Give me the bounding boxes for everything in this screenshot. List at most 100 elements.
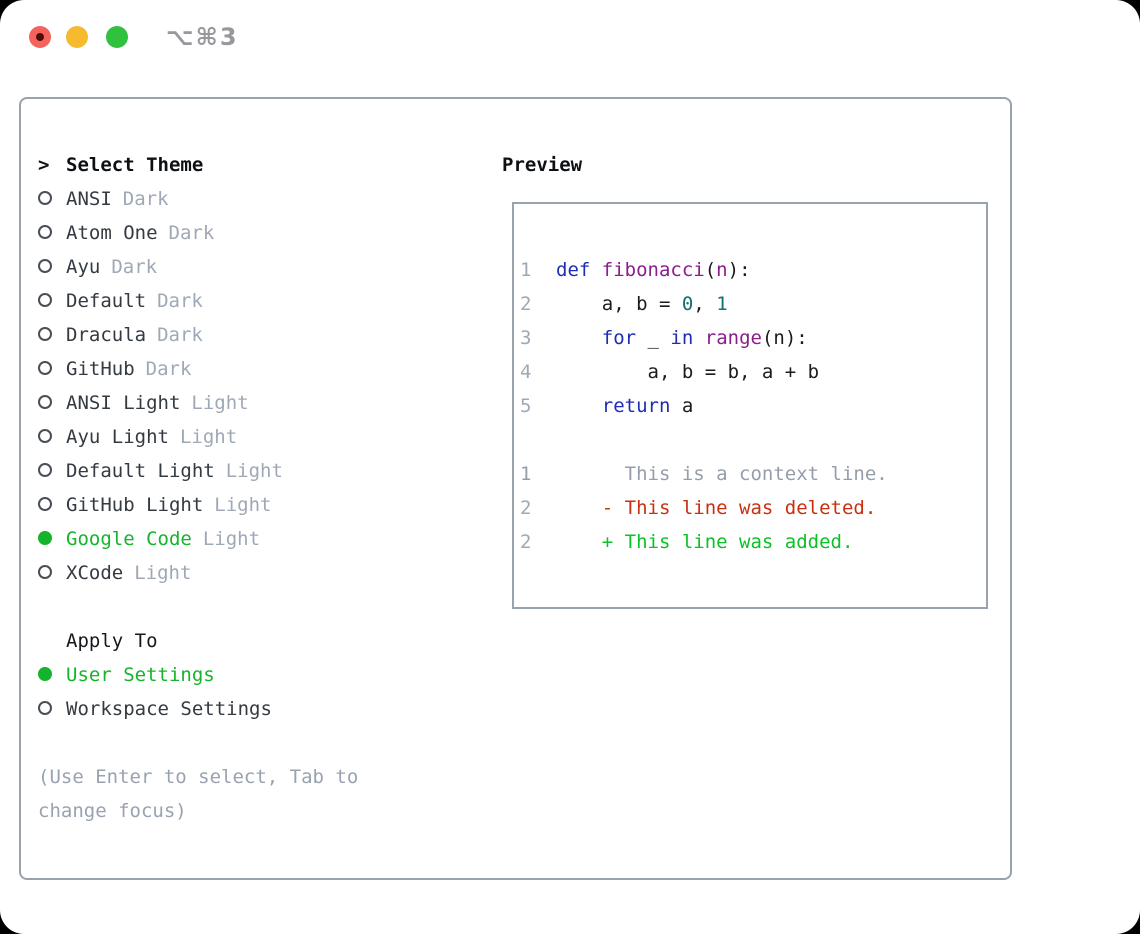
radio-marker (38, 658, 66, 692)
line-number: 3 (520, 327, 532, 349)
window-title: ⌥⌘3 (166, 23, 239, 51)
radio-unselected-icon (38, 463, 52, 477)
theme-name: Google Code (66, 528, 192, 550)
line-number: 1 (520, 463, 532, 485)
theme-name: XCode (66, 562, 124, 584)
line-number: 4 (520, 361, 532, 383)
theme-variant: Light (202, 528, 261, 550)
code-text: a, b = 0, 1 (556, 293, 728, 315)
theme-variant: Light (214, 494, 272, 516)
radio-unselected-icon (38, 225, 52, 239)
radio-marker (38, 182, 66, 216)
apply-to-title: Apply To (66, 630, 158, 652)
radio-unselected-icon (38, 327, 52, 341)
radio-marker (38, 318, 66, 352)
code-text: for _ in range(n): (601, 327, 808, 349)
theme-variant: Light (225, 460, 283, 482)
radio-marker (38, 352, 66, 386)
apply-to-header-row: Apply To (38, 624, 438, 658)
code-line: 5 return a (514, 389, 986, 423)
minimize-button[interactable] (66, 26, 88, 48)
diff-preview: 1 This is a context line.2 - This line w… (514, 457, 986, 559)
theme-name: Default (66, 290, 147, 312)
radio-unselected-icon (38, 497, 52, 511)
radio-marker (38, 420, 66, 454)
theme-variant: Dark (111, 256, 158, 278)
radio-marker (38, 454, 66, 488)
theme-option-default[interactable]: Default Dark (38, 284, 438, 318)
apply-option-workspace-settings[interactable]: Workspace Settings (38, 692, 438, 726)
radio-selected-icon (38, 531, 52, 545)
theme-name: Default Light (66, 460, 215, 482)
radio-marker (38, 216, 66, 250)
apply-option-label: Workspace Settings (66, 698, 272, 720)
theme-variant: Dark (157, 324, 203, 346)
apply-option-label: User Settings (66, 664, 215, 686)
theme-option-default-light[interactable]: Default Light Light (38, 454, 438, 488)
code-line: 2 a, b = 0, 1 (514, 287, 986, 321)
line-number: 1 (520, 259, 532, 281)
theme-variant: Dark (168, 222, 215, 244)
theme-name: Ayu Light (66, 426, 169, 448)
radio-unselected-icon (38, 361, 52, 375)
radio-unselected-icon (38, 259, 52, 273)
theme-option-google-code[interactable]: Google Code Light (38, 522, 438, 556)
theme-name: GitHub (66, 358, 135, 380)
radio-marker (38, 284, 66, 318)
theme-name: Atom One (66, 222, 158, 244)
radio-marker (38, 488, 66, 522)
theme-name: GitHub Light (66, 494, 204, 516)
close-button[interactable] (29, 26, 51, 48)
line-number: 2 (520, 293, 532, 315)
apply-option-user-settings[interactable]: User Settings (38, 658, 438, 692)
radio-unselected-icon (38, 429, 52, 443)
select-theme-title: Select Theme (66, 154, 204, 176)
radio-unselected-icon (38, 701, 52, 715)
line-number: 2 (520, 531, 532, 553)
theme-option-github-light[interactable]: GitHub Light Light (38, 488, 438, 522)
code-text: return a (601, 395, 694, 417)
theme-option-ayu[interactable]: Ayu Dark (38, 250, 438, 284)
zoom-button[interactable] (106, 26, 128, 48)
theme-name: Ayu (66, 256, 101, 278)
select-theme-header: > Select Theme (38, 148, 438, 182)
diff-line-context: 1 This is a context line. (514, 457, 986, 491)
selection-chevron-icon: > (38, 154, 50, 176)
diff-line-deleted: 2 - This line was deleted. (514, 491, 986, 525)
radio-unselected-icon (38, 565, 52, 579)
radio-unselected-icon (38, 293, 52, 307)
line-number: 2 (520, 497, 532, 519)
radio-marker (38, 386, 66, 420)
theme-variant: Light (191, 392, 249, 414)
diff-text: + This line was added. (556, 531, 854, 553)
theme-option-github[interactable]: GitHub Dark (38, 352, 438, 386)
theme-option-dracula[interactable]: Dracula Dark (38, 318, 438, 352)
theme-name: Dracula (66, 324, 147, 346)
theme-variant: Dark (122, 188, 169, 210)
code-line: 4 a, b = b, a + b (514, 355, 986, 389)
code-line: 3 for _ in range(n): (514, 321, 986, 355)
title-bar: ⌥⌘3 (0, 0, 1140, 70)
theme-variant: Dark (145, 358, 192, 380)
radio-marker (38, 250, 66, 284)
theme-variant: Dark (157, 290, 203, 312)
radio-unselected-icon (38, 395, 52, 409)
diff-line-added: 2 + This line was added. (514, 525, 986, 559)
radio-selected-icon (38, 667, 52, 681)
radio-marker (38, 556, 66, 590)
help-text: (Use Enter to select, Tab to change focu… (38, 766, 359, 822)
radio-marker (38, 522, 66, 556)
theme-option-atom-one[interactable]: Atom One Dark (38, 216, 438, 250)
